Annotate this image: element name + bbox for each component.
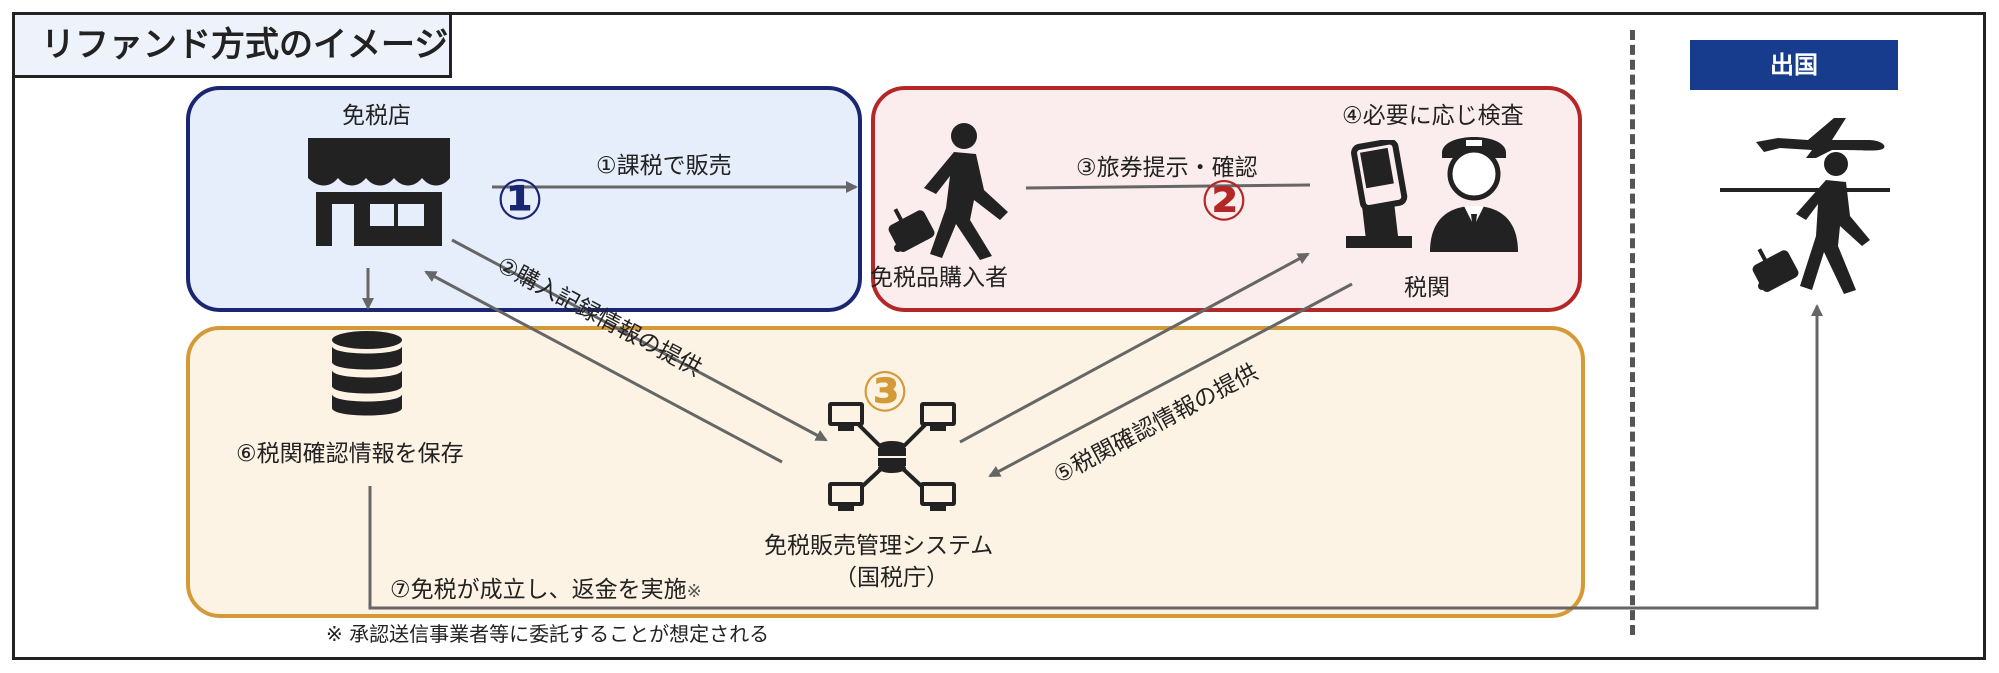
database-icon (332, 331, 402, 416)
kiosk-icon (1346, 140, 1412, 248)
arrow-system-to-shop (424, 270, 783, 464)
arrow-provide-record (451, 238, 828, 442)
region-two-marker: ② (1200, 169, 1248, 234)
network-icon (828, 402, 956, 511)
line-passport (1025, 183, 1311, 190)
buyer-label: 免税品購入者 (870, 265, 1008, 291)
airplane-icon (1756, 118, 1885, 158)
shop-label: 免税店 (342, 103, 411, 129)
system-label-line2: （国税庁） (834, 565, 949, 591)
region-shop (186, 86, 862, 312)
step-refund-text: ⑦免税が成立し、返金を実施 (390, 577, 687, 603)
customs-label: 税関 (1404, 275, 1450, 301)
step-passport: ③旅券提示・確認 (1076, 155, 1258, 181)
footnote: ※ 承認送信事業者等に委託することが想定される (326, 622, 770, 646)
arrow-provide-confirm (988, 282, 1353, 478)
system-label-line1: 免税販売管理システム (764, 533, 994, 559)
traveler-icon (888, 123, 1008, 260)
step-refund: ⑦免税が成立し、返金を実施※ (390, 570, 702, 604)
diagram-title: リファンド方式のイメージ (12, 12, 452, 78)
arrow-system-to-customs (959, 252, 1310, 444)
region-one-marker: ① (496, 168, 544, 233)
shop-icon (308, 138, 450, 246)
save-label: ⑥税関確認情報を保存 (236, 441, 464, 467)
diagram-frame (12, 12, 1986, 660)
customs-officer-icon (1430, 137, 1518, 252)
departing-traveler-icon (1720, 152, 1890, 294)
step-refund-mark: ※ (686, 581, 702, 602)
region-three-marker: ③ (861, 360, 909, 425)
inspection-label: ④必要に応じ検査 (1342, 103, 1524, 129)
border-line (1630, 30, 1635, 635)
arrow-refund (368, 304, 1823, 610)
step-taxed-sale: ①課税で販売 (596, 153, 732, 179)
exit-badge: 出国 (1690, 40, 1898, 90)
